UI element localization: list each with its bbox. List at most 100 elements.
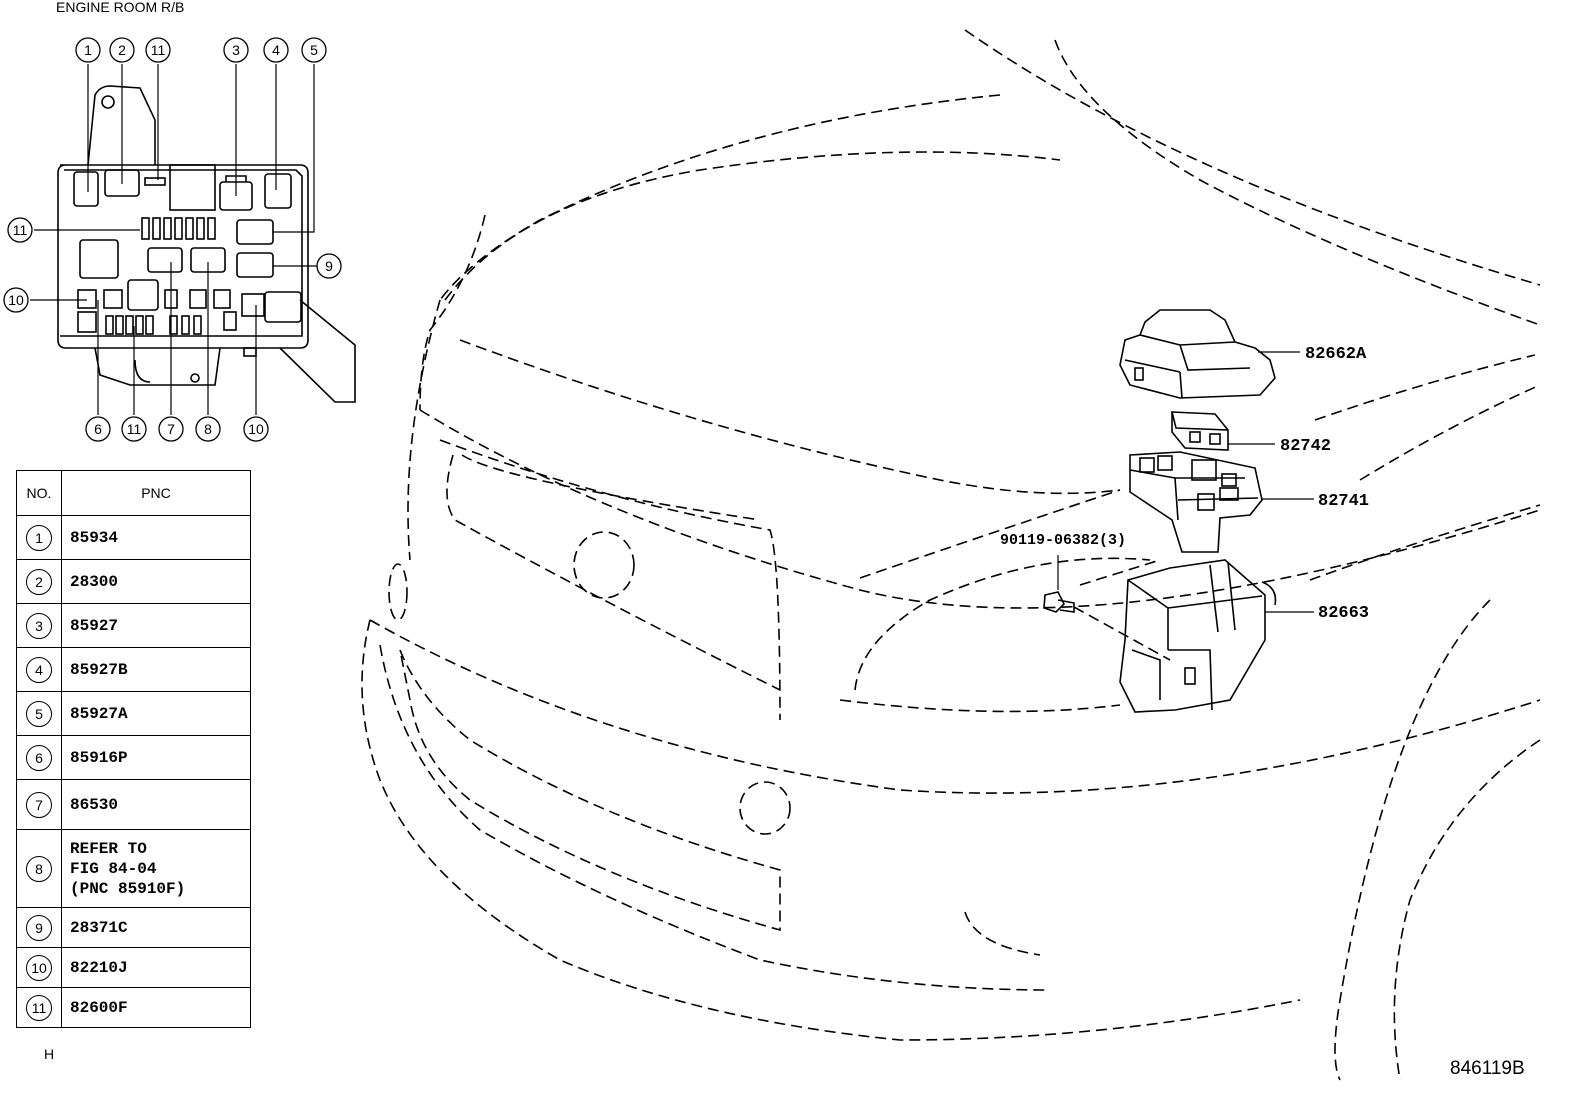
row-number-badge: 7 <box>26 791 52 818</box>
row-number-badge: 4 <box>26 656 52 683</box>
figure-id: 846119B <box>1450 1058 1525 1079</box>
pnc-value: 85934 <box>70 528 119 547</box>
callout-10-bottom: 10 <box>243 416 269 442</box>
pnc-value: 86530 <box>70 795 119 814</box>
pnc-cell: 85934 <box>61 515 251 560</box>
row-number-cell: 7 <box>16 779 62 830</box>
label-82663: 82663 <box>1318 604 1369 623</box>
row-number-cell: 4 <box>16 647 62 692</box>
callout-11-top: 11 <box>145 37 171 63</box>
callout-3: 3 <box>223 37 249 63</box>
svg-text:11: 11 <box>127 421 142 437</box>
pnc-table: NO. PNC 1 85934 2 28300 3 85927 4 85927B 5 85927A… <box>16 470 251 1028</box>
svg-text:1: 1 <box>84 42 92 58</box>
row-number-cell: 5 <box>16 691 62 736</box>
row-number-badge: 8 <box>26 855 52 882</box>
callout-11-left: 11 <box>7 217 33 243</box>
table-row: 11 82600F <box>16 987 251 1028</box>
callout-9: 9 <box>316 253 342 279</box>
pnc-cell: 82600F <box>61 987 251 1028</box>
callout-5: 5 <box>301 37 327 63</box>
callout-leaders <box>30 64 329 415</box>
callout-1: 1 <box>75 37 101 63</box>
pnc-cell: 85916P <box>61 735 251 780</box>
table-row: 3 85927 <box>16 603 251 648</box>
row-number-cell: 9 <box>16 907 62 948</box>
pnc-value: 85927B <box>70 660 128 679</box>
table-row: 7 86530 <box>16 779 251 830</box>
callout-11-bottom: 11 <box>121 416 147 442</box>
svg-text:3: 3 <box>232 42 240 58</box>
pnc-value: REFER TO <box>70 839 147 858</box>
svg-text:10: 10 <box>8 292 24 308</box>
svg-text:5: 5 <box>310 42 318 58</box>
pnc-value: FIG 84-04 <box>70 859 157 878</box>
part-leaders <box>1057 351 1314 613</box>
relay-block <box>1129 451 1263 553</box>
pnc-value: (PNC 85910F) <box>70 879 186 898</box>
pnc-cell: 86530 <box>61 779 251 830</box>
table-row: 4 85927B <box>16 647 251 692</box>
row-number-badge: 5 <box>26 700 52 727</box>
callout-4: 4 <box>263 37 289 63</box>
row-number-badge: 9 <box>26 914 52 941</box>
svg-text:2: 2 <box>118 42 126 58</box>
pnc-value: 28300 <box>70 572 119 591</box>
row-number-cell: 11 <box>16 987 62 1028</box>
label-82741: 82741 <box>1318 492 1369 511</box>
footer-note: H <box>44 1046 55 1062</box>
table-row: 1 85934 <box>16 515 251 560</box>
svg-text:7: 7 <box>167 421 175 437</box>
row-number-cell: 1 <box>16 515 62 560</box>
mini-fuse-strip <box>141 217 216 240</box>
callout-10-left: 10 <box>3 287 29 313</box>
inset-title: ENGINE ROOM R/B <box>56 0 184 15</box>
callout-6: 6 <box>85 416 111 442</box>
fuse-holder <box>1171 411 1229 451</box>
table-row: 10 82210J <box>16 947 251 988</box>
row-number-badge: 10 <box>26 954 52 981</box>
table-body: 1 85934 2 28300 3 85927 4 85927B 5 85927A 6 85916P 7… <box>16 515 251 1028</box>
row-number-cell: 8 <box>16 829 62 908</box>
pnc-value: 85927A <box>70 704 128 723</box>
pnc-cell: 85927A <box>61 691 251 736</box>
row-number-cell: 3 <box>16 603 62 648</box>
relay-block-cover <box>1119 309 1276 399</box>
callout-7: 7 <box>158 416 184 442</box>
label-82742: 82742 <box>1280 437 1331 456</box>
table-row: 5 85927A <box>16 691 251 736</box>
relay-block-schematic <box>57 85 356 403</box>
column-header-no: NO. <box>16 470 62 516</box>
lower-fuse-strip <box>105 315 154 335</box>
pnc-cell: 85927 <box>61 603 251 648</box>
row-number-badge: 11 <box>26 994 52 1021</box>
pnc-value: 85916P <box>70 748 128 767</box>
table-header-row: NO. PNC <box>16 470 251 516</box>
pnc-cell: 28300 <box>61 559 251 604</box>
column-header-pnc: PNC <box>61 470 251 516</box>
callout-2: 2 <box>109 37 135 63</box>
vehicle-outline <box>361 29 1541 1081</box>
row-number-cell: 2 <box>16 559 62 604</box>
pnc-cell: 85927B <box>61 647 251 692</box>
row-number-badge: 3 <box>26 612 52 639</box>
svg-text:10: 10 <box>248 421 264 437</box>
row-number-badge: 2 <box>26 568 52 595</box>
table-row: 9 28371C <box>16 907 251 948</box>
relay-block-bracket <box>1119 559 1277 713</box>
label-bolt: 90119-06382(3) <box>1000 532 1126 549</box>
pnc-cell: 82210J <box>61 947 251 988</box>
svg-text:4: 4 <box>272 42 280 58</box>
bolt <box>1043 591 1171 661</box>
row-number-cell: 6 <box>16 735 62 780</box>
row-number-badge: 1 <box>26 524 52 551</box>
pnc-value: 28371C <box>70 918 128 937</box>
pnc-cell: 28371C <box>61 907 251 948</box>
svg-text:11: 11 <box>151 42 166 58</box>
label-82662A: 82662A <box>1305 345 1367 364</box>
svg-text:8: 8 <box>204 421 212 437</box>
row-number-cell: 10 <box>16 947 62 988</box>
